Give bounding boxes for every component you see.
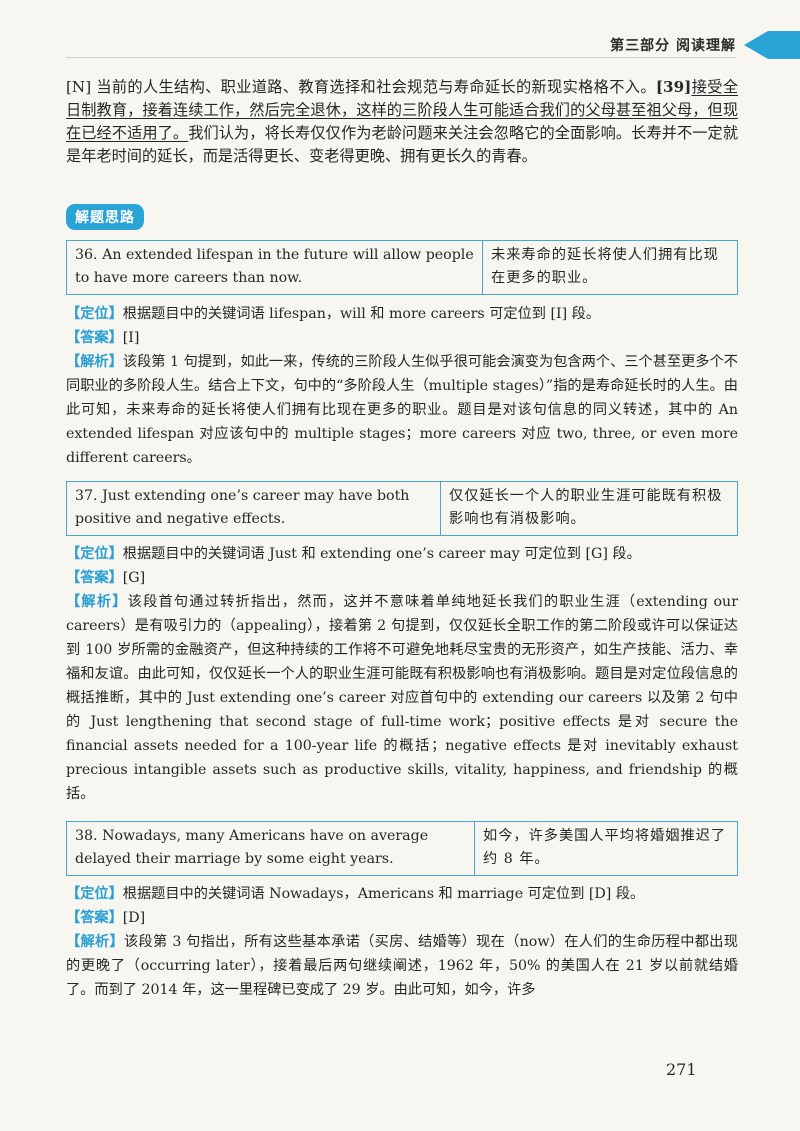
analysis-38: 【定位】根据题目中的关键词语 Nowadays，Americans 和 marr… [66,882,738,1002]
question-box-37: 37. Just extending one’s career may have… [66,481,738,536]
locate-text: 根据题目中的关键词语 Nowadays，Americans 和 marriage… [122,886,645,902]
question-english: 37. Just extending one’s career may have… [67,482,441,535]
locate-text: 根据题目中的关键词语 Just 和 extending one’s career… [122,546,641,562]
answer-text: [I] [122,330,140,346]
analysis-line: 【解析】该段第 3 句指出，所有这些基本承诺（买房、结婚等）现在（now）在人们… [66,930,738,1002]
question-english: 36. An extended lifespan in the future w… [67,241,483,294]
question-box-38: 38. Nowadays, many Americans have on ave… [66,821,738,876]
header-arrow-icon [744,31,768,59]
analysis-line: 【解析】该段首句通过转折指出，然而，这并不意味着单纯地延长我们的职业生涯（ext… [66,590,738,806]
analysis-tag: 【解析】 [66,594,128,610]
analysis-37: 【定位】根据题目中的关键词语 Just 和 extending one’s ca… [66,542,738,806]
analysis-text: 该段第 1 句提到，如此一来，传统的三阶段人生似乎很可能会演变为包含两个、三个甚… [66,354,738,466]
solution-badge: 解题思路 [66,204,144,230]
locate-text: 根据题目中的关键词语 lifespan，will 和 more careers … [122,306,601,322]
analysis-36: 【定位】根据题目中的关键词语 lifespan，will 和 more care… [66,302,738,470]
answer-text: [G] [122,570,146,586]
paragraph-label: [N] [66,78,92,96]
analysis-text: 该段第 3 句指出，所有这些基本承诺（买房、结婚等）现在（now）在人们的生命历… [66,934,738,998]
paragraph-text-2: 我们认为，将长寿仅仅作为老龄问题来关注会忽略它的全面影响。长寿并不一定就是年老时… [66,124,739,165]
question-english: 38. Nowadays, many Americans have on ave… [67,822,475,875]
answer-line: 【答案】[G] [66,566,738,590]
passage-paragraph-n: [N] 当前的人生结构、职业道路、教育选择和社会规范与寿命延长的新现实格格不入。… [66,76,738,168]
answer-line: 【答案】[I] [66,326,738,350]
answer-tag: 【答案】 [66,910,123,926]
page-number: 271 [666,1060,697,1079]
answer-tag: 【答案】 [66,570,123,586]
question-reference: [39] [655,78,692,96]
underlined-sentence: 接受全日制教育，接着连续工作，然后完全退休，这样的三阶段人生可能适合我们的父母甚… [66,78,739,142]
analysis-tag: 【解析】 [66,934,124,950]
header-rule [66,57,736,58]
answer-text: [D] [122,910,146,926]
locate-tag: 【定位】 [66,546,123,562]
answer-line: 【答案】[D] [66,906,738,930]
answer-tag: 【答案】 [66,330,123,346]
locate-line: 【定位】根据题目中的关键词语 lifespan，will 和 more care… [66,302,738,326]
analysis-line: 【解析】该段第 1 句提到，如此一来，传统的三阶段人生似乎很可能会演变为包含两个… [66,350,738,470]
header-bar [768,31,800,59]
analysis-tag: 【解析】 [66,354,123,370]
question-chinese: 如今，许多美国人平均将婚姻推迟了约 8 年。 [483,828,727,867]
question-box-36: 36. An extended lifespan in the future w… [66,240,738,295]
question-chinese: 仅仅延长一个人的职业生涯可能既有积极影响也有消极影响。 [449,488,723,527]
page-header: 第三部分 阅读理解 [610,31,800,59]
section-title: 第三部分 阅读理解 [610,38,736,54]
analysis-text: 该段首句通过转折指出，然而，这并不意味着单纯地延长我们的职业生涯（extendi… [66,594,738,802]
locate-tag: 【定位】 [66,886,123,902]
locate-line: 【定位】根据题目中的关键词语 Nowadays，Americans 和 marr… [66,882,738,906]
locate-tag: 【定位】 [66,306,123,322]
locate-line: 【定位】根据题目中的关键词语 Just 和 extending one’s ca… [66,542,738,566]
question-chinese: 未来寿命的延长将使人们拥有比现在更多的职业。 [491,247,719,286]
paragraph-text-1: 当前的人生结构、职业道路、教育选择和社会规范与寿命延长的新现实格格不入。 [91,78,656,96]
